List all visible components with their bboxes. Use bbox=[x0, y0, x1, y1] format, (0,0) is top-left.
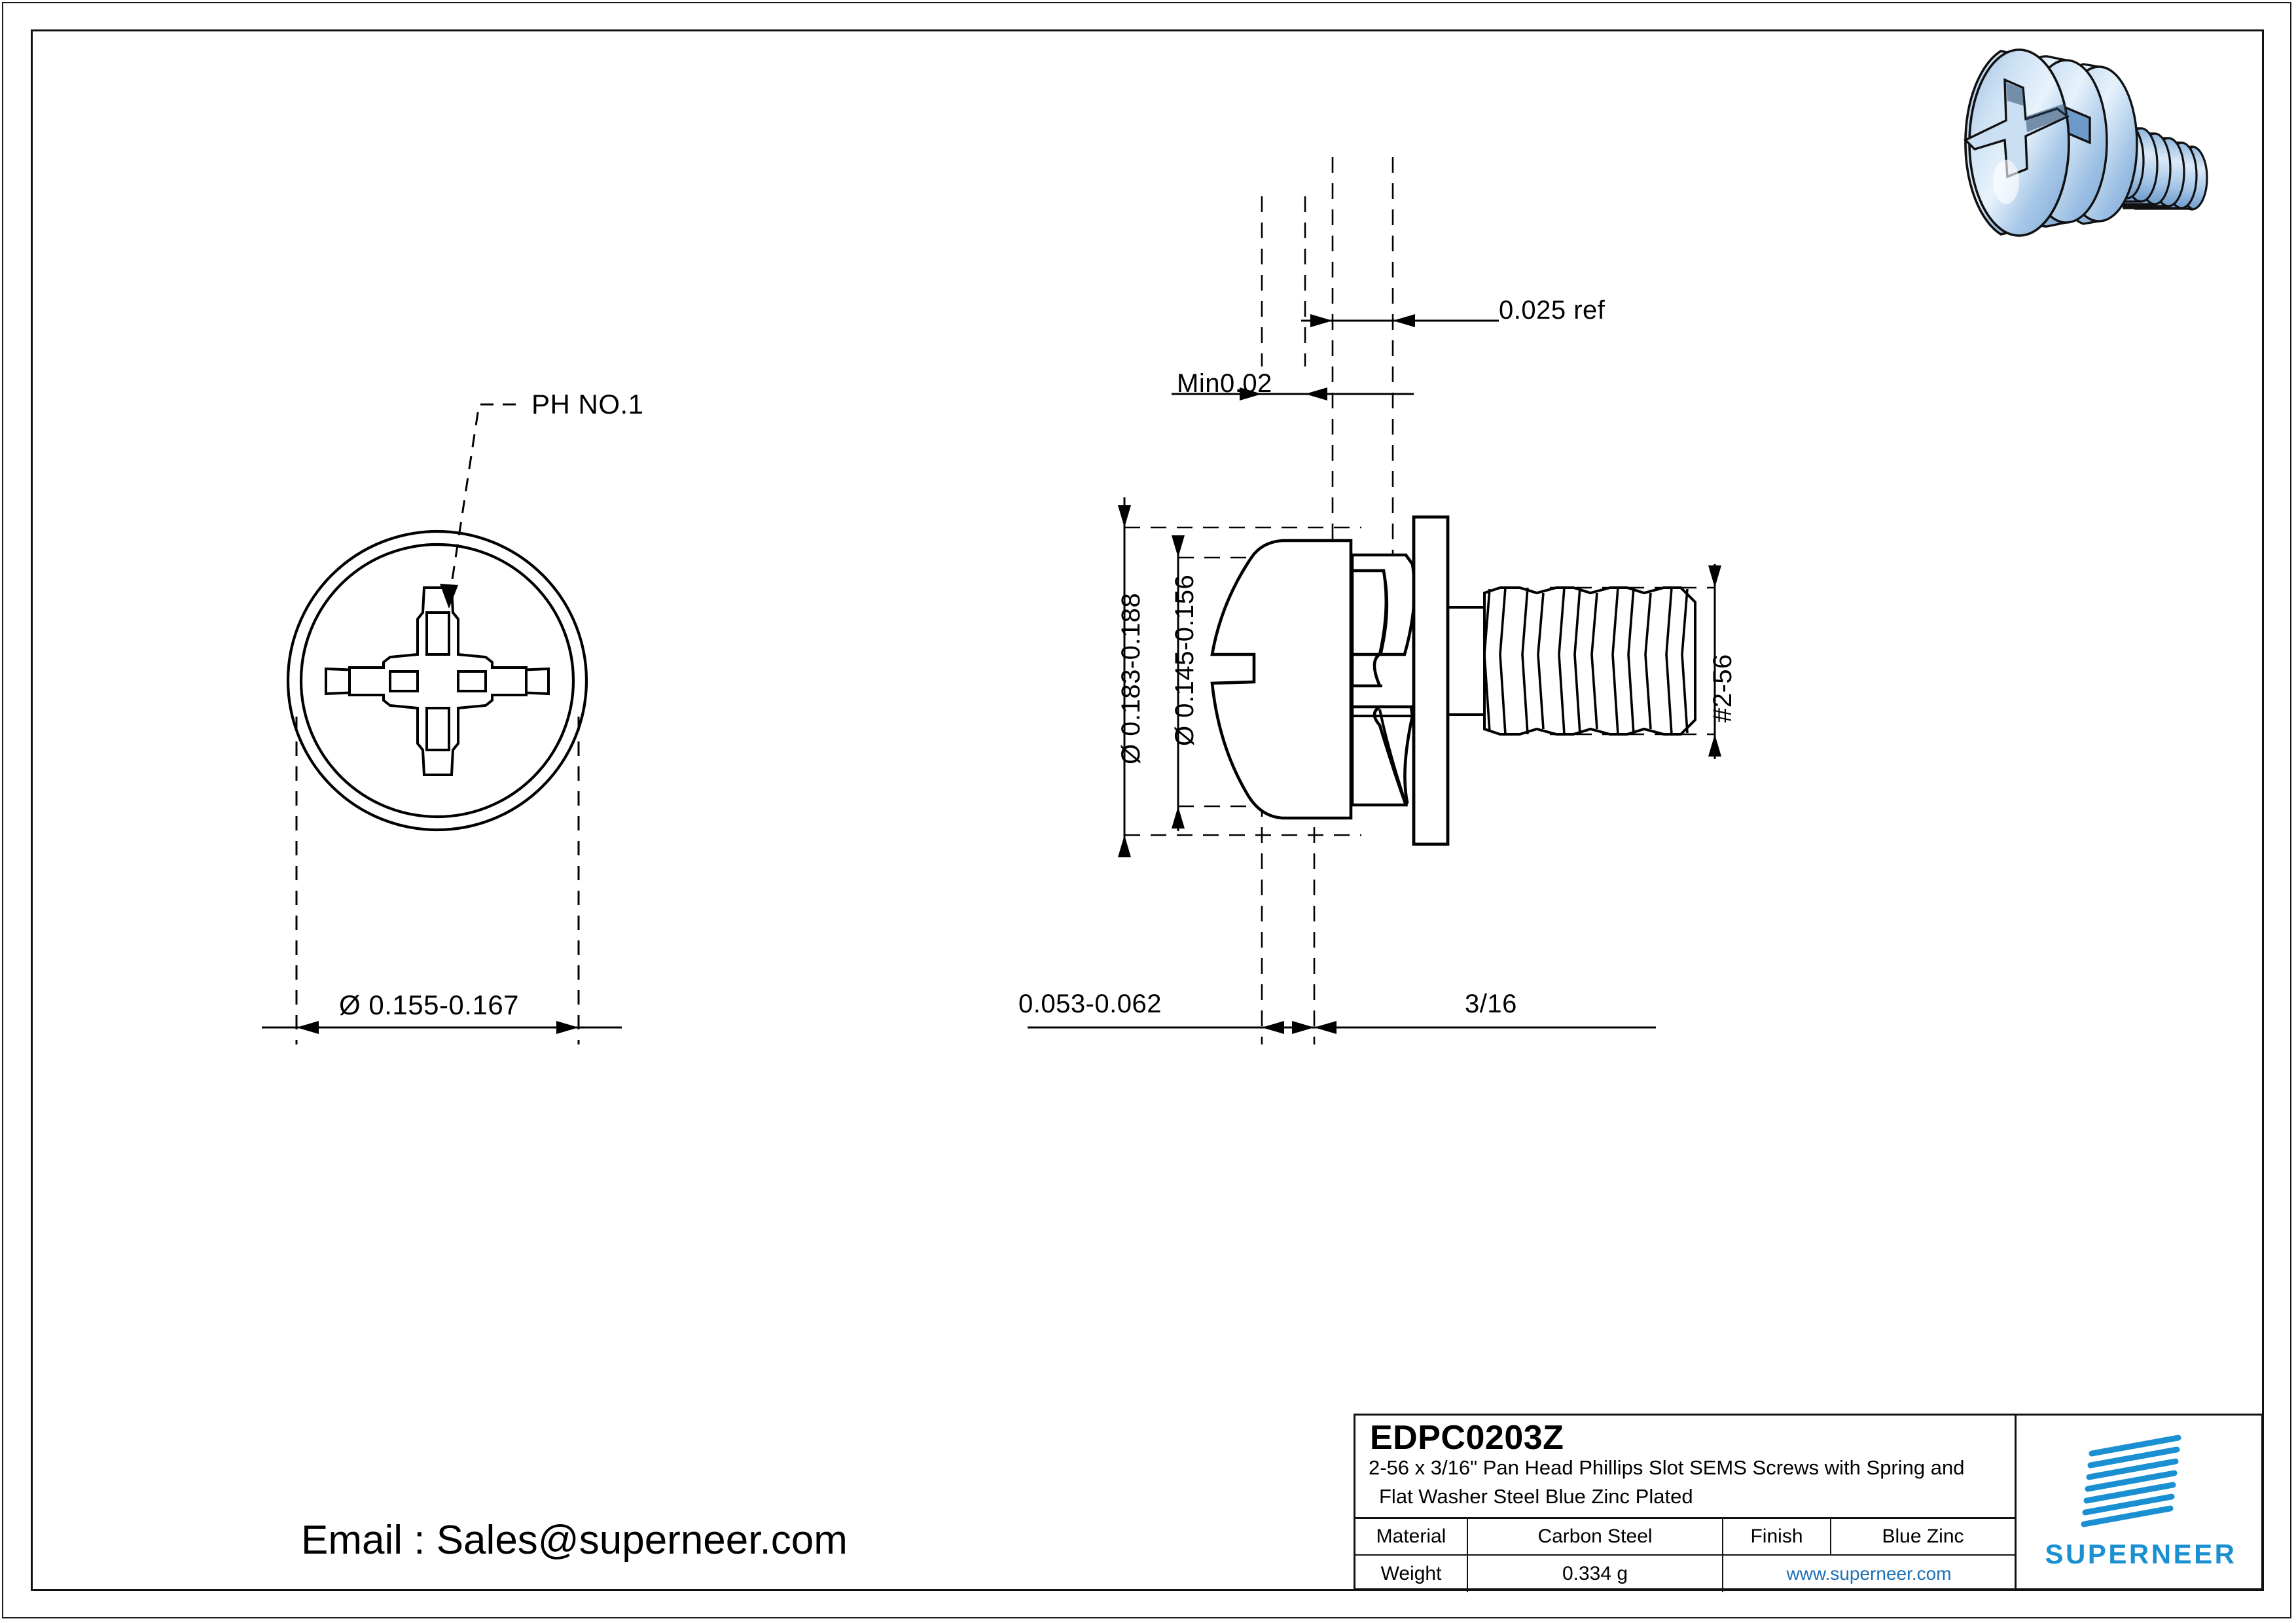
description-line-1: 2-56 x 3/16" Pan Head Phillips Slot SEMS… bbox=[1369, 1456, 1965, 1479]
front-view-diameter-dim: Ø 0.155-0.167 bbox=[339, 990, 520, 1020]
brand-name: SUPERNEER bbox=[2045, 1539, 2237, 1569]
email-label: Email : Sales@superneer.com bbox=[301, 1518, 848, 1563]
dim-thread-length: 3/16 bbox=[1465, 990, 1517, 1018]
material-row: Material Carbon Steel Finish Blue Zinc bbox=[1355, 1519, 2015, 1556]
part-number: EDPC0203Z bbox=[1370, 1419, 1564, 1457]
superneer-logo-icon bbox=[2081, 1435, 2181, 1527]
description-line-2: Flat Washer Steel Blue Zinc Plated bbox=[1379, 1485, 1693, 1508]
material-value: Carbon Steel bbox=[1468, 1519, 1723, 1554]
website-link[interactable]: www.superneer.com bbox=[1786, 1563, 1952, 1584]
company-logo: SUPERNEER bbox=[2018, 1416, 2263, 1588]
dim-thickness-ref: 0.025 ref bbox=[1499, 296, 1605, 325]
title-block-header: EDPC0203Z 2-56 x 3/16" Pan Head Phillips… bbox=[1355, 1416, 2015, 1519]
dim-washer-outer-diameter: Ø 0.183-0.188 bbox=[1117, 592, 1145, 764]
ph-number-callout: PH NO.1 bbox=[531, 389, 644, 419]
dim-min-recess: Min0.02 bbox=[1177, 369, 1272, 398]
title-block: EDPC0203Z 2-56 x 3/16" Pan Head Phillips… bbox=[1354, 1414, 2263, 1592]
dim-thread-size: #2-56 bbox=[1708, 654, 1737, 722]
finish-value: Blue Zinc bbox=[1882, 1525, 1964, 1547]
weight-value: 0.334 g bbox=[1468, 1556, 1723, 1592]
weight-label: Weight bbox=[1355, 1556, 1468, 1592]
material-label: Material bbox=[1355, 1519, 1468, 1554]
title-block-info: EDPC0203Z 2-56 x 3/16" Pan Head Phillips… bbox=[1355, 1416, 2017, 1592]
dim-head-diameter: Ø 0.145-0.156 bbox=[1170, 574, 1199, 746]
dim-head-height: 0.053-0.062 bbox=[1018, 990, 1162, 1018]
finish-label: Finish bbox=[1723, 1519, 1831, 1554]
sheet-inner-border bbox=[31, 29, 2264, 1591]
weight-row: Weight 0.334 g www.superneer.com bbox=[1355, 1556, 2015, 1592]
